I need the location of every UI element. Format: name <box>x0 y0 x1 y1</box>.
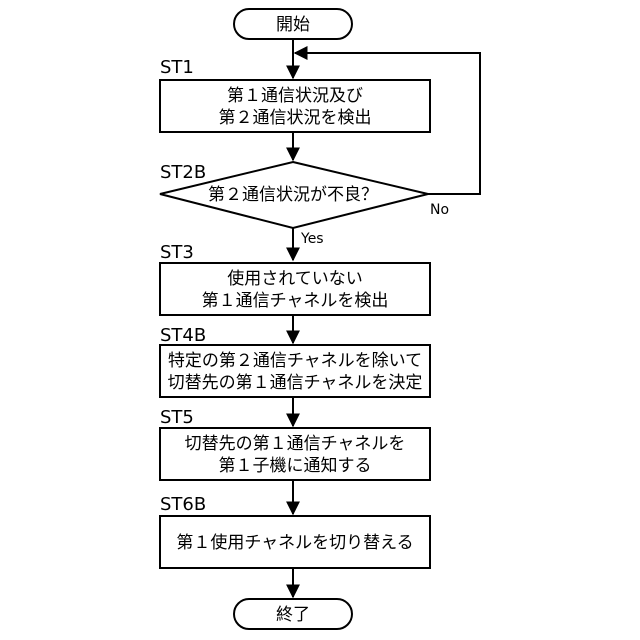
process-text-st1-line2: 第２通信状況を検出 <box>219 108 372 128</box>
process-text-st5-line2: 第１子機に通知する <box>219 456 372 476</box>
process-text-st5-line1: 切替先の第１通信チャネルを <box>185 434 406 454</box>
step-label-st4b: ST4B <box>160 325 206 346</box>
process-box-st5: 切替先の第１通信チャネルを 第１子機に通知する <box>160 428 430 480</box>
step-label-st3: ST3 <box>160 242 194 263</box>
step-label-st1: ST1 <box>160 57 194 78</box>
process-text-st6b-line1: 第１使用チャネルを切り替える <box>176 532 413 553</box>
process-text-st3-line2: 第１通信チャネルを検出 <box>202 291 389 311</box>
branch-label-no: No <box>430 202 449 218</box>
step-label-st2b: ST2B <box>160 162 206 183</box>
step-label-st5: ST5 <box>160 407 194 428</box>
process-box-st1: 第１通信状況及び 第２通信状況を検出 <box>160 80 430 132</box>
branch-label-yes: Yes <box>300 231 324 247</box>
process-text-st3-line1: 使用されていない <box>227 268 363 289</box>
process-text-st4b-line2: 切替先の第１通信チャネルを決定 <box>168 373 423 393</box>
start-text: 開始 <box>276 15 310 35</box>
step-label-st6b: ST6B <box>160 494 206 515</box>
process-text-st4b-line1: 特定の第２通信チャネルを除いて <box>168 351 422 371</box>
process-box-st6b: 第１使用チャネルを切り替える <box>160 516 430 568</box>
decision-text-st2b: 第２通信状況が不良？ <box>208 185 378 205</box>
process-text-st1-line1: 第１通信状況及び <box>227 86 363 106</box>
end-terminal: 終了 <box>234 599 352 629</box>
process-box-st3: 使用されていない 第１通信チャネルを検出 <box>160 263 430 315</box>
start-terminal: 開始 <box>234 9 352 39</box>
end-text: 終了 <box>276 605 310 625</box>
process-box-st4b: 特定の第２通信チャネルを除いて 切替先の第１通信チャネルを決定 <box>160 345 430 397</box>
